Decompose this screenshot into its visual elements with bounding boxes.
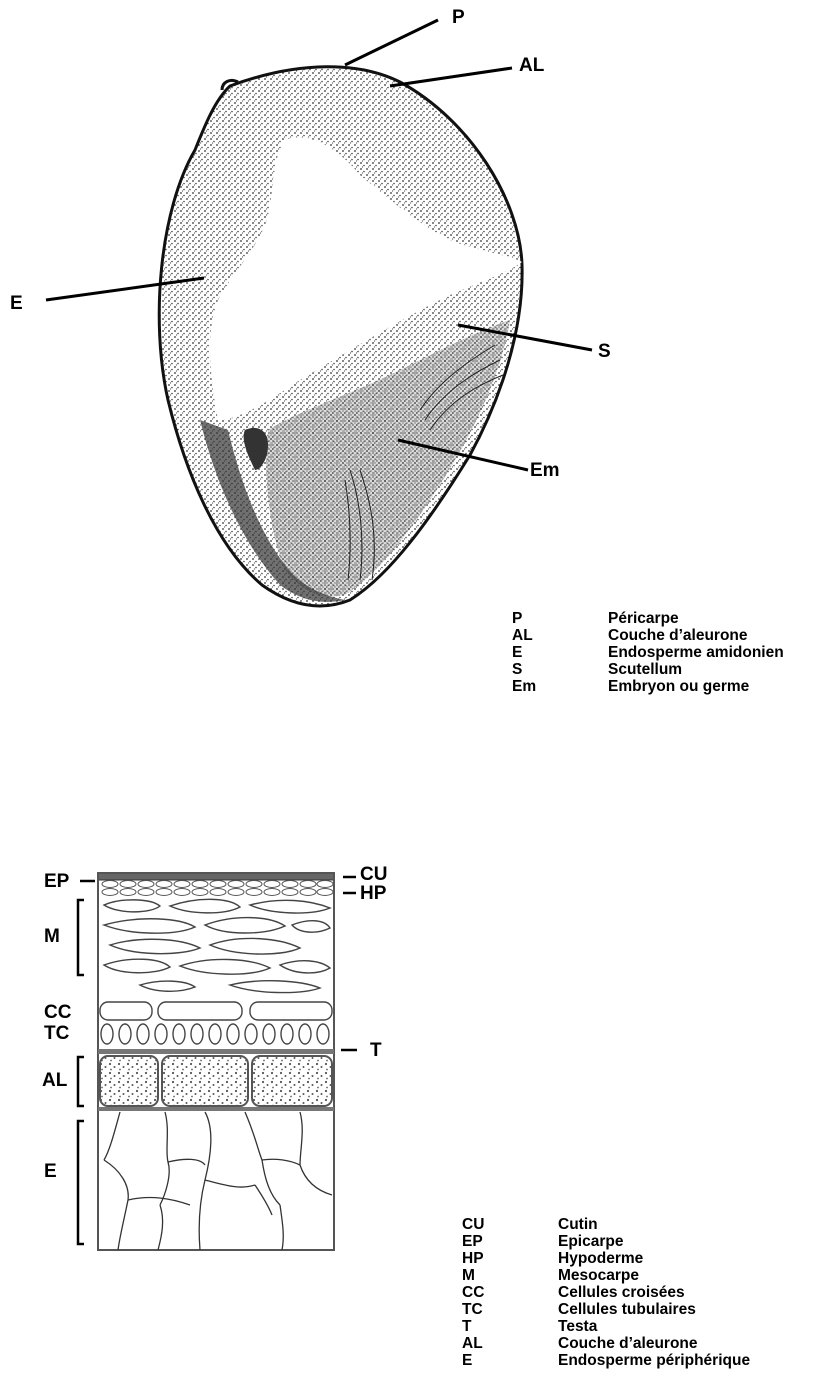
legend-text: Mesocarpe [558,1267,639,1284]
label-CU: CU [360,865,387,884]
label-EP: EP [44,872,69,891]
leader-AL [390,68,512,86]
legend-text: Endosperme périphérique [558,1352,750,1369]
endosperm-cells [104,1112,332,1250]
label-E: E [10,294,23,313]
tubular-cells [101,1024,329,1044]
legend-text: Cellules croisées [558,1284,685,1301]
label-P: P [452,8,465,27]
label-AL2: AL [42,1071,67,1090]
legend-text: Hypoderme [558,1250,643,1267]
legend-text: Péricarpe [608,610,679,627]
epicarp-cells [102,881,333,896]
label-Em: Em [530,461,560,480]
cross-cells [100,1002,332,1020]
legend-text: Cutin [558,1216,598,1233]
legend-text: Endosperme amidonien [608,644,784,661]
cutin-layer [98,873,334,880]
leader-P [345,20,438,65]
label-CC: CC [44,1003,71,1022]
legend-code: CC [462,1284,558,1301]
label-S: S [598,342,611,361]
legend-text: Couche d’aleurone [608,627,748,644]
legend-code: S [512,661,608,678]
legend-code: CU [462,1216,558,1233]
legend-code: E [512,644,608,661]
legend-text: Scutellum [608,661,682,678]
legend-code: AL [462,1335,558,1352]
legend-code: T [462,1318,558,1335]
bracket-M [78,900,84,975]
legend-code: M [462,1267,558,1284]
bracket-E [78,1121,84,1244]
legend-text: Couche d’aleurone [558,1335,698,1352]
label-M: M [44,927,60,946]
mesocarp-cells [104,899,330,992]
legend-code: AL [512,627,608,644]
legend-code: HP [462,1250,558,1267]
legend-text: Testa [558,1318,597,1335]
legend-text: Embryon ou germe [608,678,749,695]
bracket-AL [78,1057,84,1106]
label-HP: HP [360,884,386,903]
label-TC: TC [44,1024,69,1043]
aleurone-cells [100,1056,332,1106]
cross-section-drawing [98,873,334,1250]
legend-code: P [512,610,608,627]
legend-code: TC [462,1301,558,1318]
label-T: T [370,1041,382,1060]
legend-code: E [462,1352,558,1369]
legend-code: Em [512,678,608,695]
testa-layer [98,1049,334,1054]
legend-text: Cellules tubulaires [558,1301,696,1318]
aleurone-base-line [98,1107,334,1111]
legend-code: EP [462,1233,558,1250]
label-AL: AL [519,56,544,75]
label-E2: E [44,1162,57,1181]
legend-text: Epicarpe [558,1233,623,1250]
grain-drawing [159,67,522,606]
